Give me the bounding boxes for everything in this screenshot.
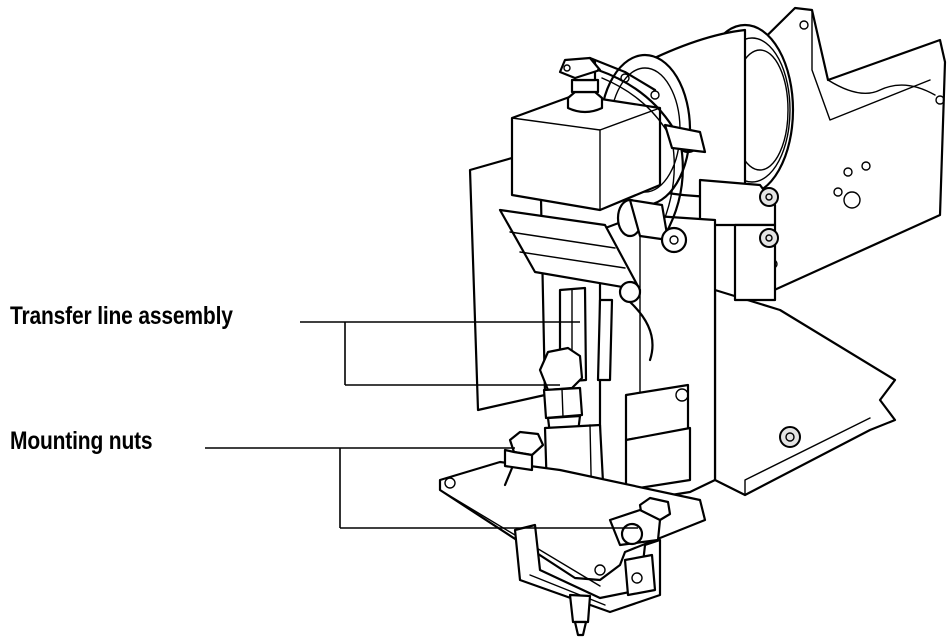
lower-bracket — [513, 523, 662, 614]
mounting-nut-left — [503, 430, 545, 487]
probe-tip — [568, 593, 592, 637]
callout-transfer-line-assembly: Transfer line assembly — [10, 302, 233, 330]
base-plate — [713, 288, 897, 497]
callout-mounting-nuts: Mounting nuts — [10, 427, 153, 455]
top-fitting — [558, 56, 657, 114]
motor-disc-assembly — [598, 23, 795, 207]
callout-leaders — [205, 321, 638, 529]
cable-loop — [596, 68, 707, 237]
side-knob — [616, 198, 688, 254]
mount-bracket — [698, 178, 779, 302]
transfer-line-nut — [538, 346, 584, 436]
clamp-arm — [498, 208, 654, 362]
